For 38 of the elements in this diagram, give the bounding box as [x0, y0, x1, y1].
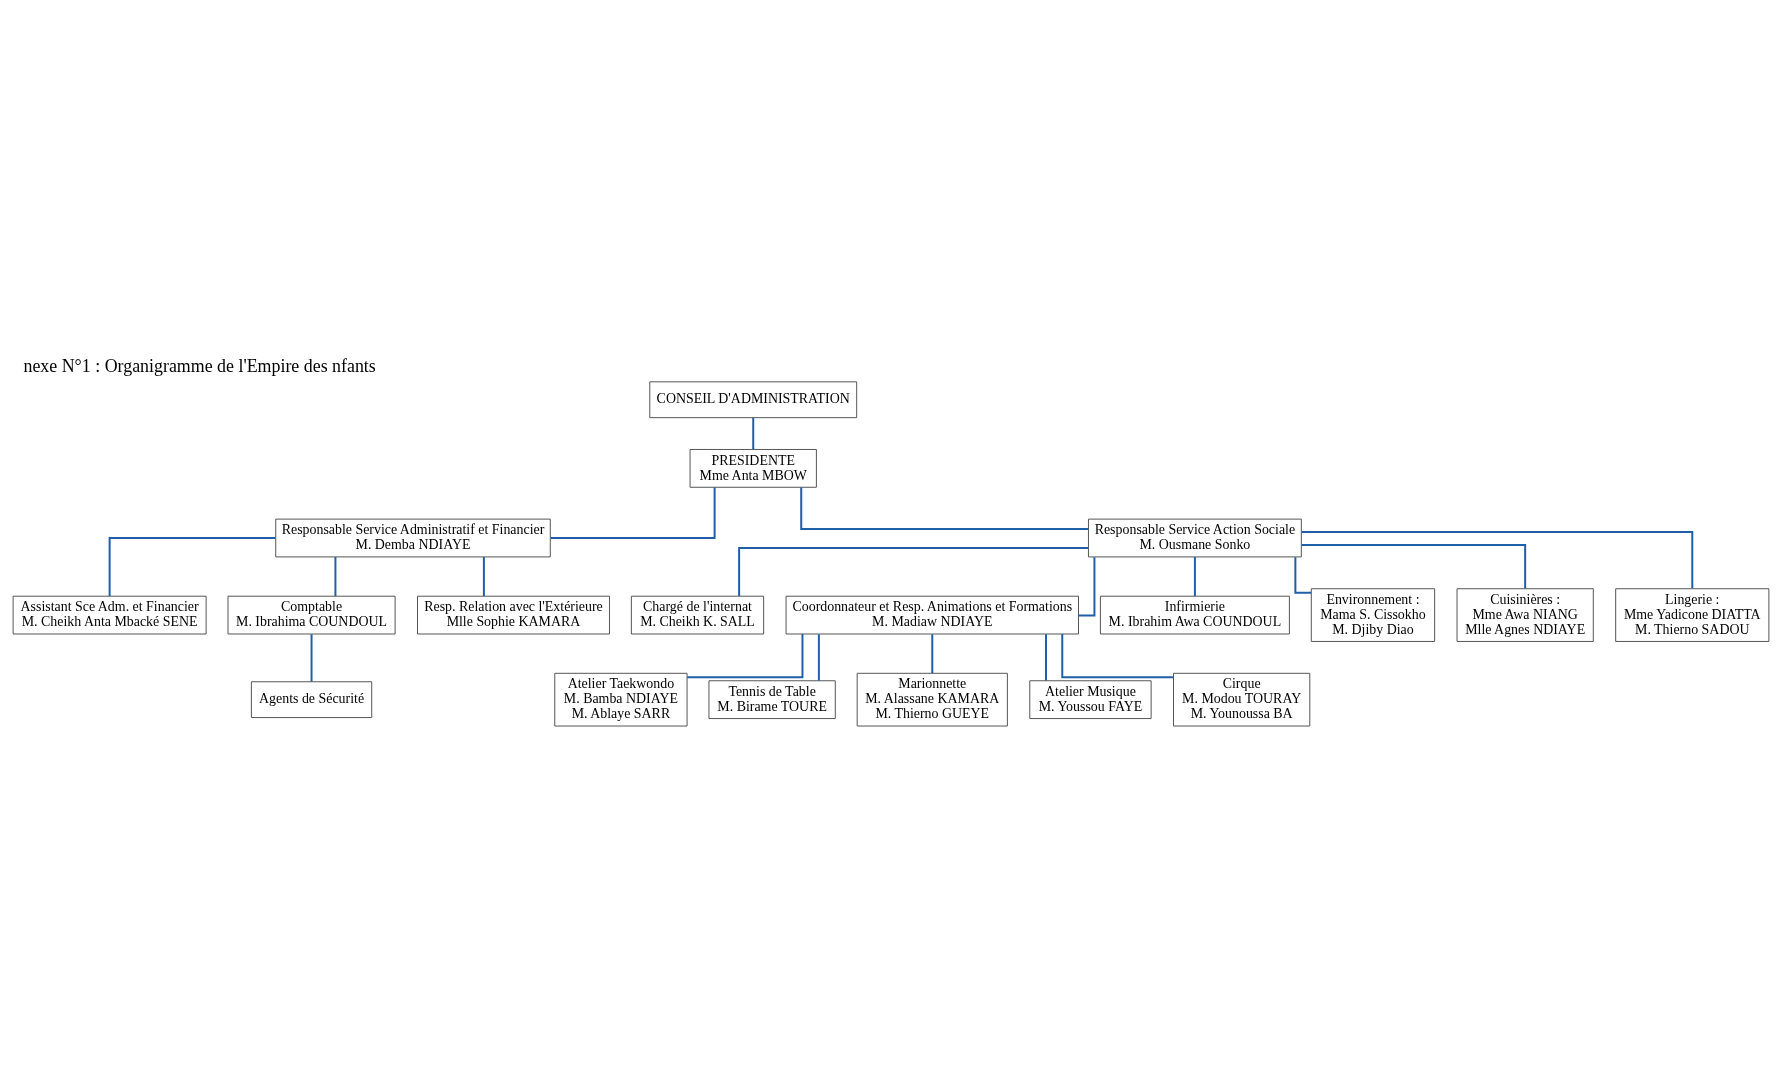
node-box: Environnement : Mama S. Cissokho M. Djiby Diao [1310, 588, 1436, 642]
connector [1294, 556, 1313, 594]
connector [931, 633, 934, 675]
node-box: CONSEIL D'ADMINISTRATION [649, 381, 858, 419]
node-box: Atelier Taekwondo M. Bamba NDIAYE M. Ablaye SARR [554, 672, 688, 727]
node-box: PRESIDENTE Mme Anta MBOW [689, 449, 817, 488]
connector [686, 633, 804, 679]
node-box: Responsable Service Administratif et Financier M. Demba NDIAYE [275, 518, 551, 558]
connector [800, 486, 1090, 531]
connector [1045, 633, 1047, 682]
connector [738, 546, 1090, 598]
connector [1193, 556, 1196, 597]
connector [752, 416, 755, 451]
connector [549, 486, 716, 539]
node-box: Comptable M. Ibrahima COUNDOUL [227, 595, 396, 635]
diagram-title: nexe N°1 : Organigramme de l'Empire des nfants [23, 356, 376, 377]
connector [817, 633, 820, 682]
connector [1077, 556, 1096, 617]
connector [334, 556, 337, 597]
connector [482, 556, 485, 597]
node-box: Chargé de l'internat M. Cheikh K. SALL [630, 595, 765, 635]
connector [1061, 633, 1175, 679]
node-box: Resp. Relation avec l'Extérieure Mlle Sophie KAMARA [417, 595, 610, 635]
node-box: Lingerie : Mme Yadicone DIATTA M. Thierno SADOU [1615, 588, 1770, 642]
connector [1300, 531, 1694, 590]
node-box: Marionnette M. Alassane KAMARA M. Thierno GUEYE [856, 672, 1008, 727]
node-box: Cuisinières : Mme Awa NIANG Mlle Agnes NDIAYE [1456, 588, 1594, 642]
connector [310, 633, 313, 683]
node-box: Tennis de Table M. Birame TOURE [708, 680, 836, 720]
node-box: Responsable Service Action Sociale M. Ousmane Sonko [1087, 518, 1302, 558]
connector [108, 537, 277, 598]
node-box: Infirmierie M. Ibrahim Awa COUNDOUL [1099, 595, 1290, 635]
connector [1300, 543, 1527, 590]
node-box: Assistant Sce Adm. et Financier M. Cheikh Anta Mbacké SENE [12, 595, 207, 635]
node-box: Coordonnateur et Resp. Animations et Formations M. Madiaw NDIAYE [785, 595, 1079, 635]
node-box: Atelier Musique M. Youssou FAYE [1029, 680, 1152, 720]
node-box: Agents de Sécurité [250, 681, 373, 719]
node-box: Cirque M. Modou TOURAY M. Younoussa BA [1173, 672, 1311, 727]
